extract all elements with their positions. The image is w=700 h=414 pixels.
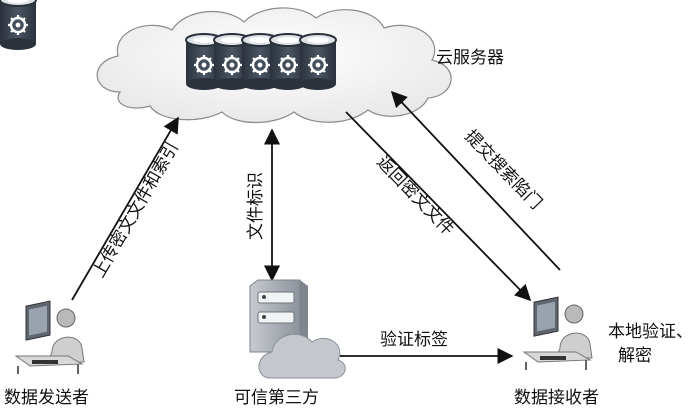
user-at-computer-icon (522, 296, 593, 370)
database-gear-icon (0, 0, 338, 92)
receiver-note-line2: 解密 (618, 346, 652, 366)
server-cloud-icon (249, 279, 346, 379)
user-at-computer-icon (14, 300, 85, 374)
verify-tag-edge-label: 验证标签 (380, 330, 448, 350)
trusted-third-party-label: 可信第三方 (234, 388, 319, 408)
arrow-return-file (345, 111, 532, 302)
file-id-edge-label: 文件标识 (246, 172, 266, 240)
receiver-label: 数据接收者 (514, 388, 599, 408)
arrow-submit-trapdoor (390, 90, 561, 271)
arrow-upload (71, 116, 179, 301)
sender-label: 数据发送者 (4, 388, 89, 408)
receiver-note-line1: 本地验证、 (608, 322, 693, 342)
cloud-server-label: 云服务器 (436, 48, 504, 68)
